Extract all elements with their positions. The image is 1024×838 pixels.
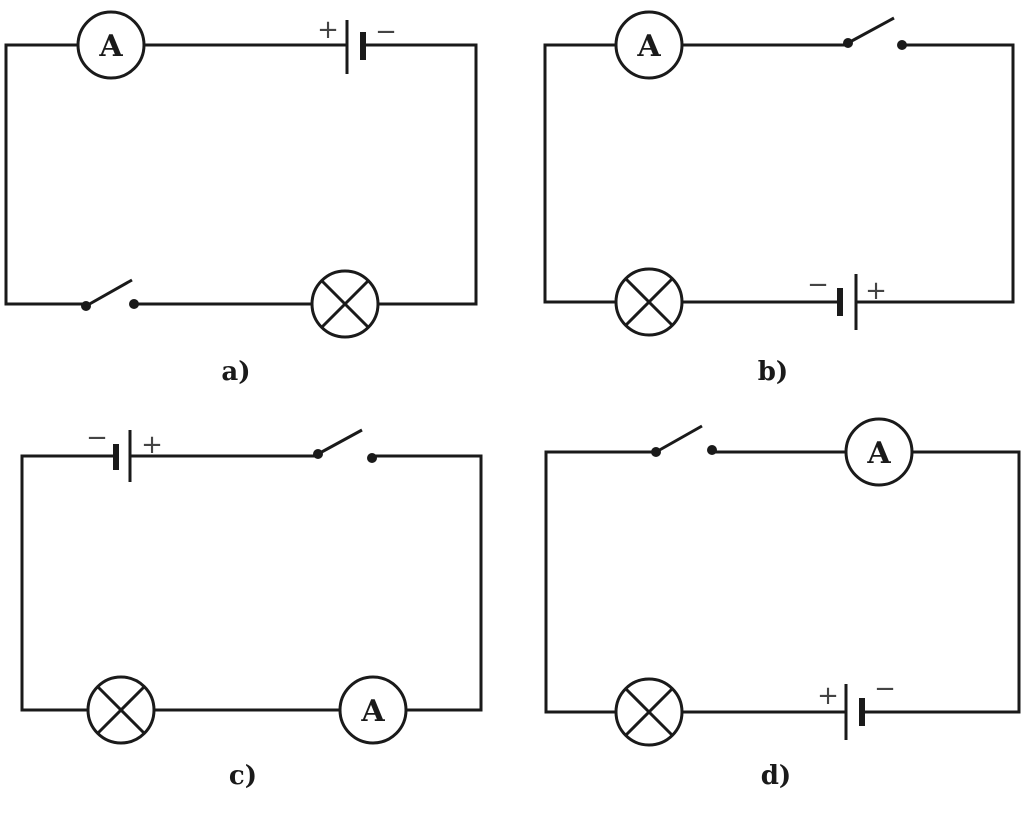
circuit-a-switch <box>81 278 139 311</box>
ammeter-label: A <box>360 694 385 729</box>
ammeter-label: A <box>636 29 661 64</box>
circuit-d-battery: + − <box>817 674 896 740</box>
circuit-d-wire <box>544 450 1021 714</box>
battery-plus-sign: + <box>141 430 163 460</box>
circuit-b-switch <box>843 16 907 50</box>
circuit-b-caption: b) <box>758 357 788 387</box>
circuit-c-battery: − + <box>86 423 163 482</box>
battery-plus-sign: + <box>817 681 839 711</box>
circuit-d: A + − d) <box>544 417 1021 791</box>
ammeter-label: A <box>98 29 123 64</box>
circuit-d-ammeter: A <box>844 417 914 487</box>
circuit-a-battery: + − <box>317 15 397 74</box>
circuit-a-lamp <box>310 269 380 339</box>
circuit-d-lamp <box>614 677 684 747</box>
circuit-b-battery: − + <box>807 270 887 330</box>
circuit-b-ammeter: A <box>614 10 684 80</box>
circuit-c-switch <box>313 428 377 463</box>
circuit-d-caption: d) <box>761 761 791 791</box>
battery-minus-sign: − <box>874 674 896 704</box>
battery-plus-sign: + <box>317 15 339 45</box>
circuit-b-lamp <box>614 267 684 337</box>
circuit-c: − + A c) <box>20 423 483 791</box>
circuit-b: A − + b) <box>543 10 1015 387</box>
circuit-a-ammeter: A <box>76 10 146 80</box>
battery-minus-sign: − <box>86 423 108 453</box>
circuit-b-wire <box>543 43 1015 304</box>
circuit-c-wire <box>20 454 483 712</box>
circuit-a-caption: a) <box>221 357 250 387</box>
circuit-a-wire <box>4 43 478 306</box>
circuit-d-switch <box>651 424 717 457</box>
ammeter-label: A <box>866 436 891 471</box>
battery-plus-sign: + <box>865 276 887 306</box>
battery-minus-sign: − <box>807 270 829 300</box>
circuit-c-ammeter: A <box>338 675 408 745</box>
circuit-c-lamp <box>86 675 156 745</box>
circuit-c-caption: c) <box>229 761 257 791</box>
circuit-a: A + − a) <box>4 10 478 387</box>
battery-minus-sign: − <box>375 17 397 47</box>
